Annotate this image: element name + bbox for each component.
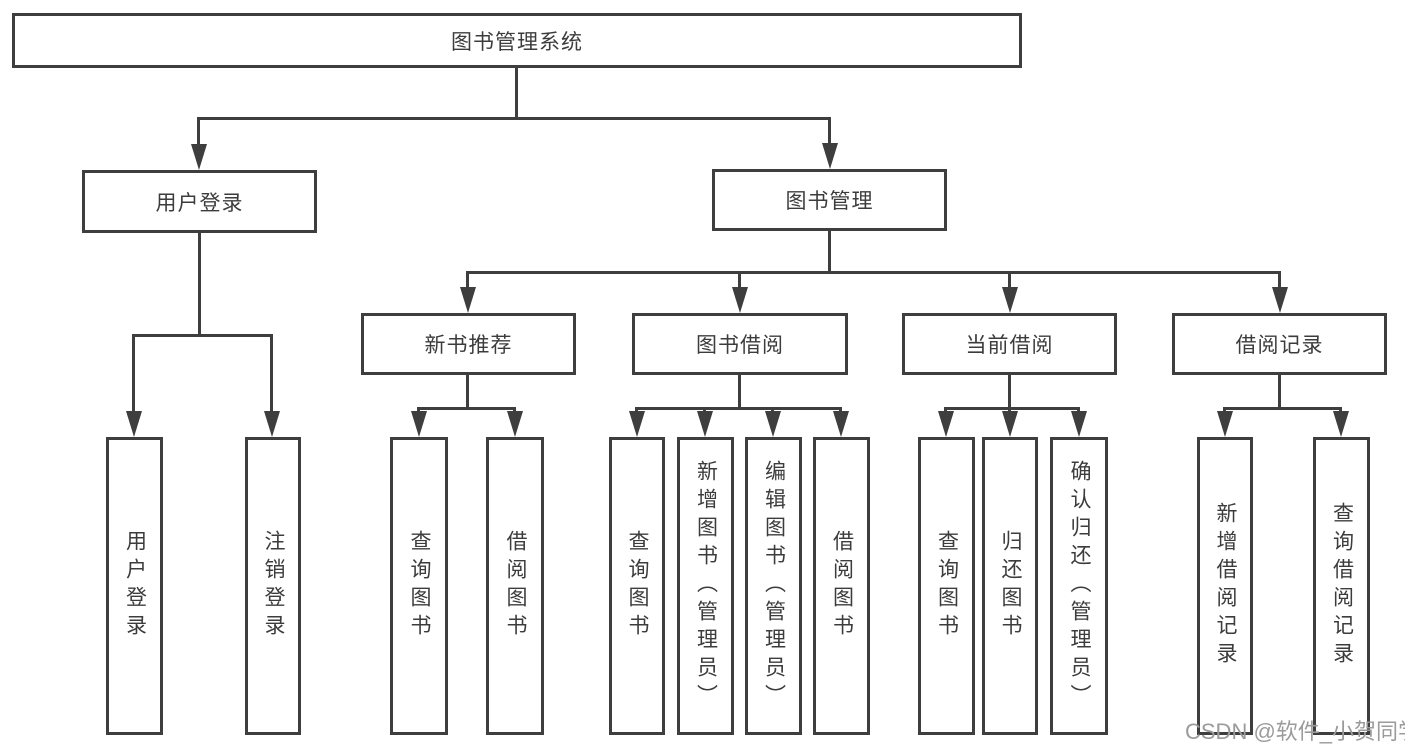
arrowhead-records-query-record [1333,411,1349,437]
node-library-system-label: 图书管理系统 [451,30,583,54]
connector-root-hline [197,117,831,120]
leaf-borrow-borrow-books-label: 借阅图书 [830,530,854,642]
node-borrow-records-label: 借阅记录 [1235,334,1324,357]
connector-user-login-stem-2 [270,334,273,414]
arrowhead-borrow-edit-books [765,411,781,437]
leaf-borrow-query-books-label: 查询图书 [626,530,649,642]
connector-records-vline [1278,373,1281,410]
leaf-logout-label: 注销登录 [262,530,285,642]
leaf-records-add-record: 新增借阅记录 [1197,437,1253,735]
node-user-login-label: 用户登录 [155,191,244,215]
node-book-borrow-label: 图书借阅 [696,334,784,357]
arrowhead-borrow-borrow-books [833,411,849,437]
connector-recommend-hline [417,407,516,410]
watermark-text: CSDN @软件_小贺同学 [1185,719,1405,744]
arrowhead-leaf-user-login [126,411,142,437]
arrowhead-borrow-add-books [697,411,713,437]
leaf-current-return-books: 归还图书 [982,437,1038,735]
leaf-current-return-books-label: 归还图书 [999,530,1022,642]
node-current-borrow-label: 当前借阅 [965,334,1054,357]
arrowhead-current-query-books [938,411,954,437]
connector-user-login-hline [132,334,273,337]
connector-book-mgmt-vline [828,229,831,274]
node-new-book-recommend: 新书推荐 [361,313,576,375]
node-borrow-records: 借阅记录 [1172,313,1387,375]
connector-records-hline [1223,407,1342,410]
arrowhead-leaf-logout [264,411,280,437]
arrowhead-book-management [822,143,838,169]
connector-book-mgmt-stem-4 [1278,271,1281,291]
connector-recommend-vline [466,373,469,410]
connector-borrow-hline [635,407,842,410]
node-book-borrow: 图书借阅 [632,313,848,375]
connector-user-login-stem-1 [132,334,135,414]
leaf-borrow-borrow-books: 借阅图书 [813,437,870,735]
leaf-current-confirm-return-admin: 确认归还（管理员） [1050,437,1108,735]
connector-root-stem-left [197,117,200,147]
leaf-recommend-borrow-books: 借阅图书 [486,437,544,735]
leaf-user-login-label: 用户登录 [123,530,147,642]
leaf-records-query-record: 查询借阅记录 [1313,437,1370,735]
leaf-borrow-edit-books-admin: 编辑图书（管理员） [745,437,802,735]
arrowhead-current-confirm-return [1071,411,1087,437]
arrowhead-current-return-books [1002,411,1018,437]
connector-borrow-vline [738,373,741,410]
leaf-recommend-borrow-books-label: 借阅图书 [504,530,527,642]
leaf-borrow-add-books-admin: 新增图书（管理员） [677,437,734,735]
node-new-book-recommend-label: 新书推荐 [424,334,513,357]
leaf-current-query-books: 查询图书 [918,437,975,735]
connector-current-vline [1008,373,1011,410]
leaf-current-query-books-label: 查询图书 [935,530,959,642]
arrowhead-borrow-records [1272,287,1288,313]
connector-book-mgmt-stem-1 [466,271,469,291]
connector-book-mgmt-stem-2 [738,271,741,291]
leaf-logout: 注销登录 [245,437,301,735]
arrowhead-records-add-record [1217,411,1233,437]
connector-book-mgmt-stem-3 [1008,271,1011,291]
arrowhead-borrow-query-books [629,411,645,437]
leaf-borrow-edit-books-admin-label: 编辑图书（管理员） [762,460,786,712]
arrowhead-book-borrow [732,287,748,313]
leaf-borrow-query-books: 查询图书 [609,437,665,735]
connector-book-mgmt-hline [466,271,1281,274]
connector-current-hline [944,407,1080,410]
node-book-management: 图书管理 [712,169,947,231]
leaf-recommend-query-books-label: 查询图书 [408,530,431,642]
arrowhead-current-borrow [1002,287,1018,313]
connector-root-vline [515,66,518,117]
leaf-borrow-add-books-admin-label: 新增图书（管理员） [694,460,718,712]
leaf-records-add-record-label: 新增借阅记录 [1214,502,1237,670]
leaf-user-login: 用户登录 [106,437,163,735]
leaf-records-query-record-label: 查询借阅记录 [1330,502,1354,670]
leaf-current-confirm-return-admin-label: 确认归还（管理员） [1068,460,1091,712]
node-book-management-label: 图书管理 [785,190,874,213]
arrowhead-recommend-query-books [411,411,427,437]
node-current-borrow: 当前借阅 [902,313,1117,375]
arrowhead-user-login [191,144,207,170]
arrowhead-recommend-borrow-books [507,411,523,437]
node-library-system: 图书管理系统 [12,13,1022,68]
leaf-recommend-query-books: 查询图书 [390,437,448,735]
node-user-login: 用户登录 [82,170,317,233]
arrowhead-new-book-recommend [460,287,476,313]
connector-user-login-vline [198,231,201,337]
connector-root-stem-right [828,117,831,147]
